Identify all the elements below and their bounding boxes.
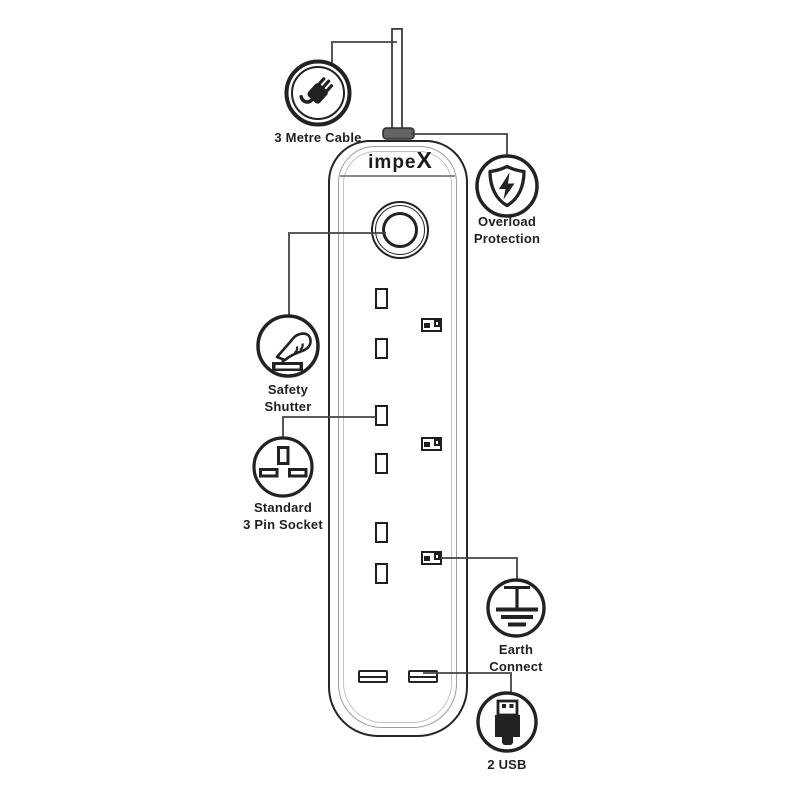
indicator-button-outer-ring (371, 201, 429, 259)
brand-logo-x: X (416, 147, 432, 173)
indicator-button-mid-ring (375, 205, 425, 255)
usb-port (358, 670, 388, 683)
label-overload-protection: Overload Protection (473, 214, 541, 246)
switch-on-mark (423, 441, 430, 447)
label-safety-shutter: Safety Shutter (264, 382, 312, 414)
pin-hole (375, 453, 388, 474)
overload-shield-icon (475, 154, 539, 218)
label-2-usb: 2 USB (487, 757, 527, 772)
label-earth-connect: Earth Connect (489, 642, 543, 674)
switch-on-mark (423, 555, 430, 561)
faceplate-divider (340, 175, 455, 177)
pin-hole (375, 522, 388, 543)
switch-on-mark (423, 322, 430, 328)
usb-port (408, 670, 438, 683)
pin-hole (375, 405, 388, 426)
pin-hole (375, 563, 388, 584)
power-cable (382, 27, 415, 140)
usb-plug-icon (476, 691, 538, 753)
rocker-switch (421, 437, 442, 451)
brand-logo: impeX (368, 149, 432, 174)
indicator-button (382, 212, 418, 248)
three-pin-socket-icon (252, 436, 314, 498)
rocker-switch (421, 551, 442, 565)
pin-hole (375, 288, 388, 309)
switch-off-mark (433, 439, 440, 446)
brand-logo-text: impe (368, 152, 417, 173)
label-3-metre-cable: 3 Metre Cable (274, 130, 362, 145)
pin-hole (375, 338, 388, 359)
switch-off-mark (433, 553, 440, 560)
switch-off-mark (433, 320, 440, 327)
earth-ground-icon (486, 578, 546, 638)
rocker-switch (421, 318, 442, 332)
label-standard-3-pin-socket: Standard 3 Pin Socket (243, 500, 323, 532)
hand-press-icon (256, 314, 320, 378)
plug-icon (284, 59, 352, 127)
cable-boot (382, 127, 415, 140)
